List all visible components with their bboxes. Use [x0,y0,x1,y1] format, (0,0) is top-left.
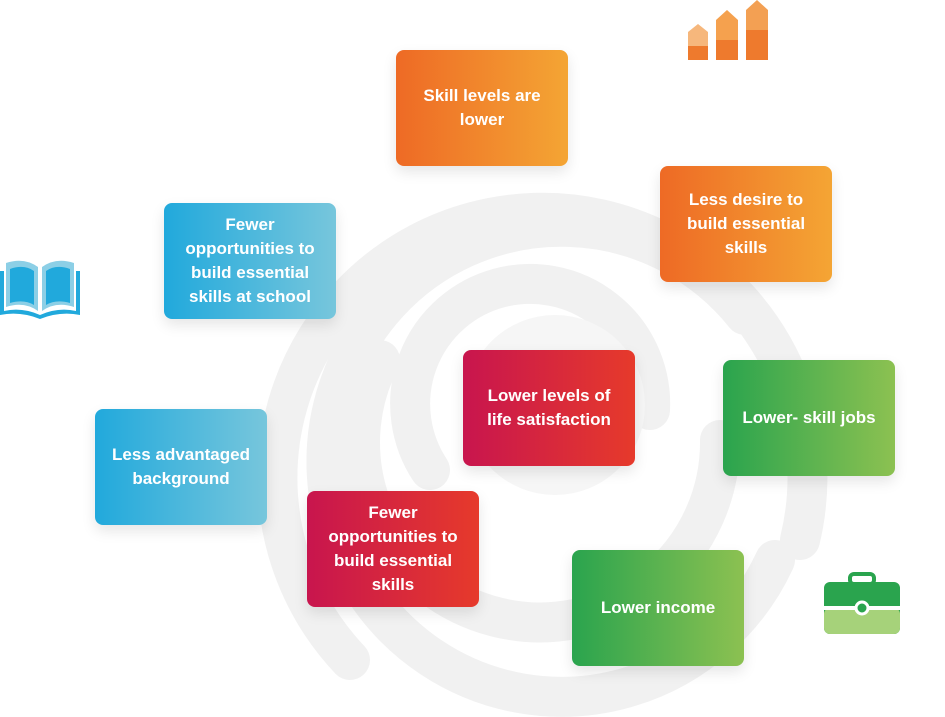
box-lower-income: Lower income [572,550,744,666]
box-lower-income-label: Lower income [600,598,716,617]
box-lower-skill-jobs-label: Lower- skill jobs [742,408,876,427]
box-skill-levels-lower: Skill levels are lower [396,50,568,166]
bar-chart-arrows-icon [688,0,768,60]
box-fewer-opportunities-school-label: Fewer opportunities to build essential s… [185,215,315,306]
open-book-icon [0,260,80,319]
box-skill-levels-lower-label: Skill levels are lower [423,86,541,129]
box-less-advantaged-label: Less advantaged background [112,445,250,488]
box-fewer-opportunities-label: Fewer opportunities to build essential s… [328,503,458,594]
box-less-desire: Less desire to build essential skills [660,166,832,282]
box-lower-life-satisfaction-label: Lower levels of life satisfaction [487,386,611,429]
box-fewer-opportunities: Fewer opportunities to build essential s… [307,491,479,607]
box-less-advantaged: Less advantaged background [95,409,267,525]
box-lower-skill-jobs: Lower- skill jobs [723,360,895,476]
box-fewer-opportunities-school: Fewer opportunities to build essential s… [164,203,336,319]
spiral-path [257,192,828,717]
box-less-desire-label: Less desire to build essential skills [686,190,806,257]
briefcase-icon [824,572,900,634]
box-lower-life-satisfaction: Lower levels of life satisfaction [463,350,635,466]
